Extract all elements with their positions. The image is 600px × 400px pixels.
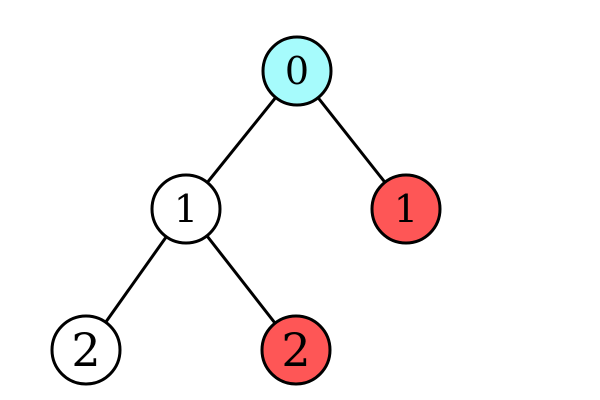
node-left-left-label: 2 bbox=[71, 323, 100, 377]
node-right: 1 bbox=[370, 173, 442, 245]
node-left-circle bbox=[150, 173, 222, 245]
node-right-circle bbox=[370, 173, 442, 245]
node-root: 0 bbox=[261, 35, 333, 107]
edges-group bbox=[84, 70, 408, 351]
node-left-right-circle bbox=[260, 314, 332, 386]
node-root-label: 0 bbox=[285, 49, 309, 93]
node-left-right: 2 bbox=[260, 314, 332, 386]
node-left: 1 bbox=[150, 173, 222, 245]
node-left-left: 2 bbox=[50, 314, 122, 386]
node-left-left-circle bbox=[50, 314, 122, 386]
node-left-label: 1 bbox=[174, 187, 198, 231]
node-root-circle bbox=[261, 35, 333, 107]
node-left-right-label: 2 bbox=[281, 323, 310, 377]
node-right-label: 1 bbox=[394, 187, 418, 231]
